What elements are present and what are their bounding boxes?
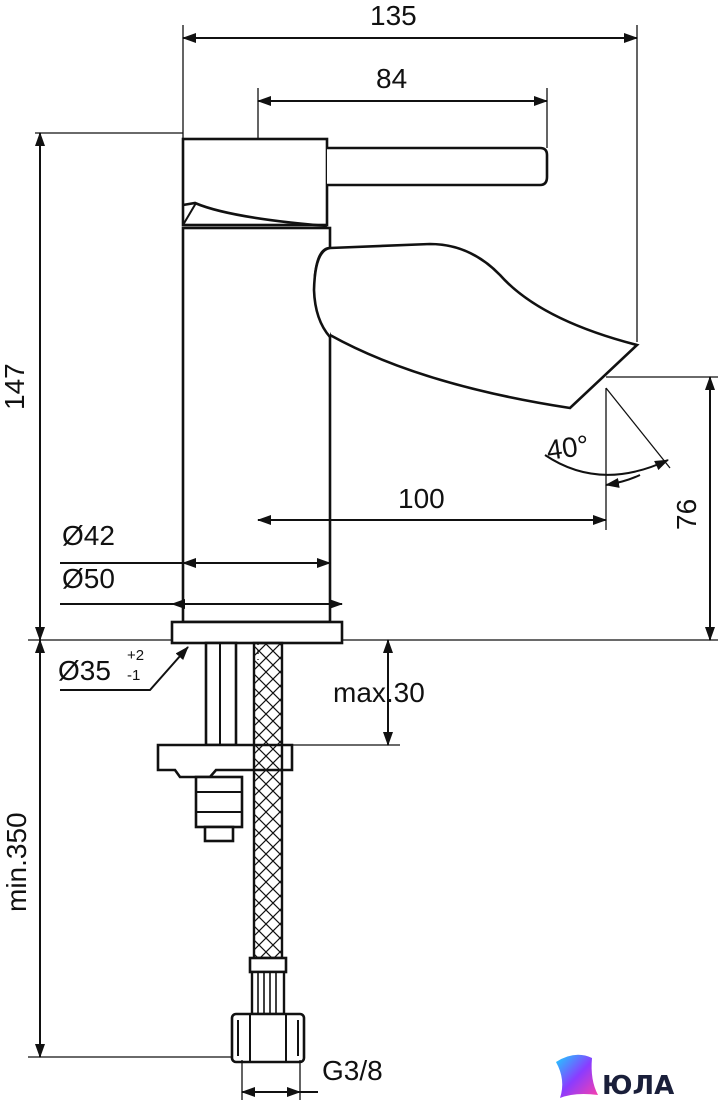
label-hose-length: min.350 — [1, 812, 32, 912]
label-hole-tol-plus: +2 — [127, 647, 144, 664]
extension-lines — [28, 25, 718, 1058]
label-body-diameter: Ø42 — [62, 520, 115, 551]
label-max-thickness: max.30 — [333, 677, 425, 708]
label-thread: G3/8 — [322, 1055, 383, 1086]
label-spout-reach: 100 — [398, 483, 445, 514]
label-spout-height: 76 — [671, 499, 702, 530]
dimension-lines — [35, 33, 715, 1100]
faucet-body — [170, 137, 640, 645]
label-lever-length: 84 — [376, 63, 407, 94]
label-base-diameter: Ø50 — [62, 563, 115, 594]
yula-logo: ЮЛА — [556, 1054, 674, 1100]
label-hole-diameter: Ø35 — [58, 655, 111, 686]
braided-hose — [230, 641, 306, 1064]
label-total-width: 135 — [370, 0, 417, 31]
label-hole-tol-minus: -1 — [127, 667, 140, 684]
logo-mark-icon — [556, 1054, 598, 1098]
logo-text: ЮЛА — [602, 1071, 674, 1100]
label-height: 147 — [0, 363, 30, 410]
label-angle: 40° — [545, 429, 591, 466]
